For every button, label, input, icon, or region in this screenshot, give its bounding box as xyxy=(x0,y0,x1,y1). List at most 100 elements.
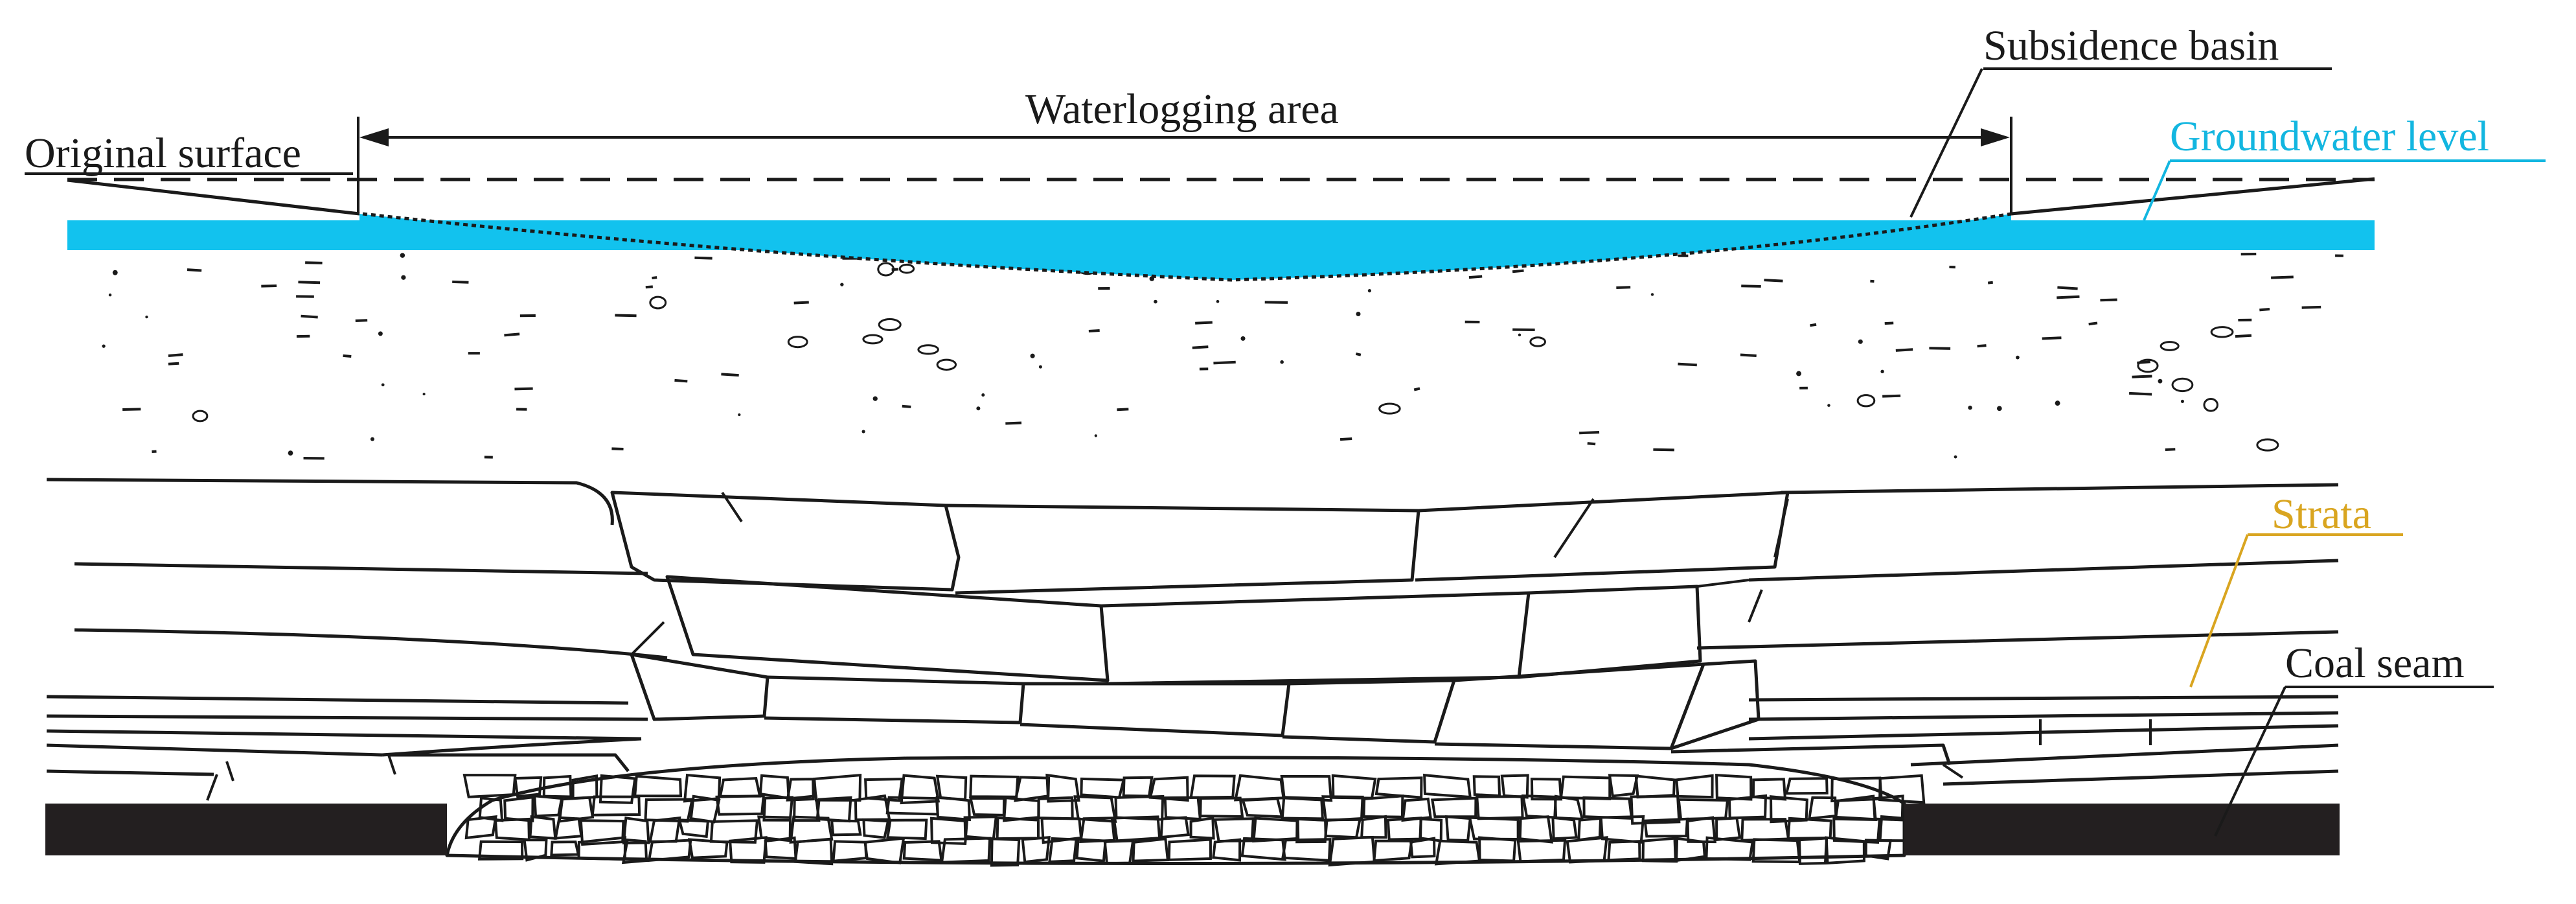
rubble-block xyxy=(1281,796,1325,820)
rubble-block xyxy=(1409,837,1436,859)
rubble-block xyxy=(1530,778,1563,801)
rubble-block xyxy=(1559,775,1612,800)
soil-particle xyxy=(2301,305,2321,309)
rubble-block xyxy=(558,796,595,823)
rubble-block xyxy=(1021,836,1051,864)
subsidence-basin-curve xyxy=(362,212,2012,282)
soil-particle xyxy=(2160,341,2180,351)
soil-particle xyxy=(1088,329,1100,333)
rubble-block xyxy=(930,817,969,846)
strata-label: Strata xyxy=(2272,491,2371,538)
soil-particle xyxy=(1518,333,1522,337)
soil-particle xyxy=(504,332,520,337)
rubble-block xyxy=(683,773,722,803)
soil-particle xyxy=(1529,336,1546,347)
rubble-block xyxy=(886,818,928,840)
soil-particle xyxy=(674,378,688,383)
soil-particle xyxy=(1413,387,1420,391)
rubble-block xyxy=(793,837,834,866)
soil-particle xyxy=(1356,312,1361,317)
rubble-block xyxy=(1401,797,1432,822)
soil-particle xyxy=(2180,399,2184,403)
soil-particle xyxy=(1796,371,1801,377)
soil-particle xyxy=(936,358,957,371)
rubble-block xyxy=(940,837,992,864)
soil-particle xyxy=(1968,405,1972,410)
soil-particle xyxy=(1005,421,1022,425)
soil-particle xyxy=(378,331,383,336)
coal-seam xyxy=(45,804,2340,855)
soil-particle xyxy=(2057,295,2080,299)
soil-particle xyxy=(877,262,895,277)
soil-particle xyxy=(1240,336,1246,341)
soil-particle xyxy=(305,261,323,264)
rubble-block xyxy=(633,774,683,798)
rubble-block xyxy=(678,818,710,839)
rubble-block xyxy=(1331,774,1377,800)
rubble-block xyxy=(1825,836,1865,864)
rubble-block xyxy=(1797,837,1829,865)
rubble-block xyxy=(1872,794,1904,822)
rubble-block xyxy=(1362,794,1404,818)
rubble-block xyxy=(577,836,627,861)
rubble-block xyxy=(1566,836,1608,864)
coal-seam-right xyxy=(1904,804,2340,855)
rubble-block xyxy=(1280,774,1333,802)
soil-particle xyxy=(878,318,902,331)
rubble-block xyxy=(462,774,517,798)
rubble-block xyxy=(1476,795,1524,820)
rubble-block xyxy=(1103,839,1135,865)
soil-particle xyxy=(145,316,148,319)
rubble-block xyxy=(1324,817,1362,839)
surface-left-slope xyxy=(67,178,360,216)
soil-particle xyxy=(298,281,321,284)
rubble-block xyxy=(1014,776,1051,802)
rubble-block xyxy=(1582,796,1634,820)
soil-particle xyxy=(452,280,469,284)
rubble-block xyxy=(1551,816,1578,840)
rubble-block xyxy=(647,839,692,863)
soil-particle xyxy=(122,408,141,411)
soil-particle xyxy=(840,283,844,286)
rubble-block xyxy=(1705,836,1754,861)
soil-particle xyxy=(2137,360,2150,364)
soil-particle xyxy=(738,413,741,417)
surface-right-slope xyxy=(2011,177,2375,216)
soil-particle xyxy=(1367,289,1371,293)
soil-particle xyxy=(2259,308,2270,312)
rubble-block xyxy=(1478,836,1517,863)
rubble-block xyxy=(1189,774,1236,799)
rubble-block xyxy=(1233,774,1285,802)
soil-particle xyxy=(891,268,899,272)
soil-particle xyxy=(694,256,712,260)
rubble-block xyxy=(1328,835,1376,867)
soil-layer xyxy=(102,252,2343,460)
rubble-block xyxy=(1212,838,1242,862)
soil-particle xyxy=(1895,348,1913,352)
soil-particle xyxy=(1616,286,1631,289)
soil-particle xyxy=(1764,279,1783,283)
soil-particle xyxy=(1094,434,1097,437)
rubble-block xyxy=(1878,774,1926,804)
rubble-block xyxy=(1373,839,1413,863)
rubble-block xyxy=(1675,774,1714,799)
caved-zone xyxy=(445,756,1926,867)
rubble-block xyxy=(523,839,548,862)
rubble-block xyxy=(1607,840,1641,862)
soil-particle xyxy=(102,344,106,348)
soil-particle xyxy=(2158,378,2163,384)
rubble-block xyxy=(862,818,890,839)
soil-particle xyxy=(381,383,385,387)
soil-particle xyxy=(898,263,915,274)
strata-leader xyxy=(2189,534,2249,688)
soil-particle xyxy=(1587,442,1596,446)
rubble-block xyxy=(813,773,862,802)
rubble-block xyxy=(1148,776,1189,802)
rubble-block xyxy=(477,840,524,861)
soil-particle xyxy=(2171,377,2194,393)
soil-particle xyxy=(861,430,865,434)
soil-particle xyxy=(112,270,118,275)
soil-particle xyxy=(400,253,405,258)
soil-particle xyxy=(401,275,406,280)
strata xyxy=(46,478,2339,801)
